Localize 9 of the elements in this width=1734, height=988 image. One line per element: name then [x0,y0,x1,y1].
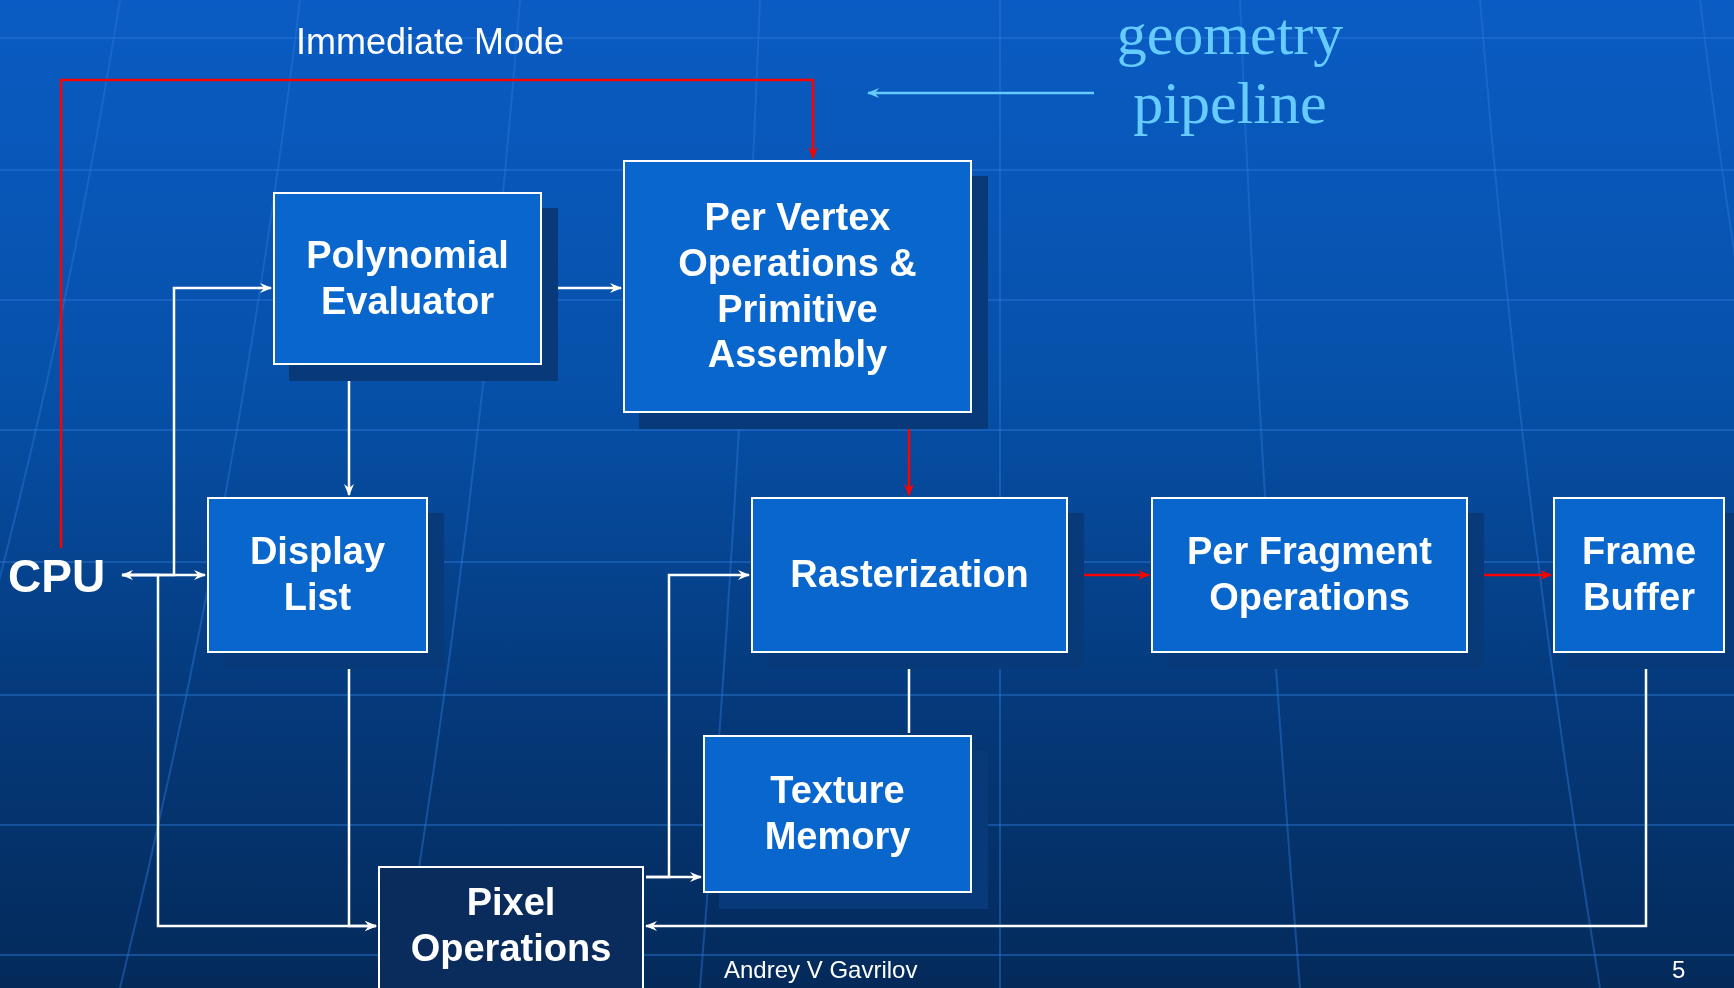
callout-text: geometry pipeline [1096,0,1364,138]
edge-label: Immediate Mode [296,24,565,60]
arrow [646,872,702,882]
leader-arrow [867,88,1094,98]
page-number: 5 [1672,958,1686,982]
node-label: CPU [8,550,120,602]
process-box: Pixel Operations [378,866,644,988]
arrow [59,78,818,548]
author-footer: Andrey V Gavrilov [724,958,918,982]
